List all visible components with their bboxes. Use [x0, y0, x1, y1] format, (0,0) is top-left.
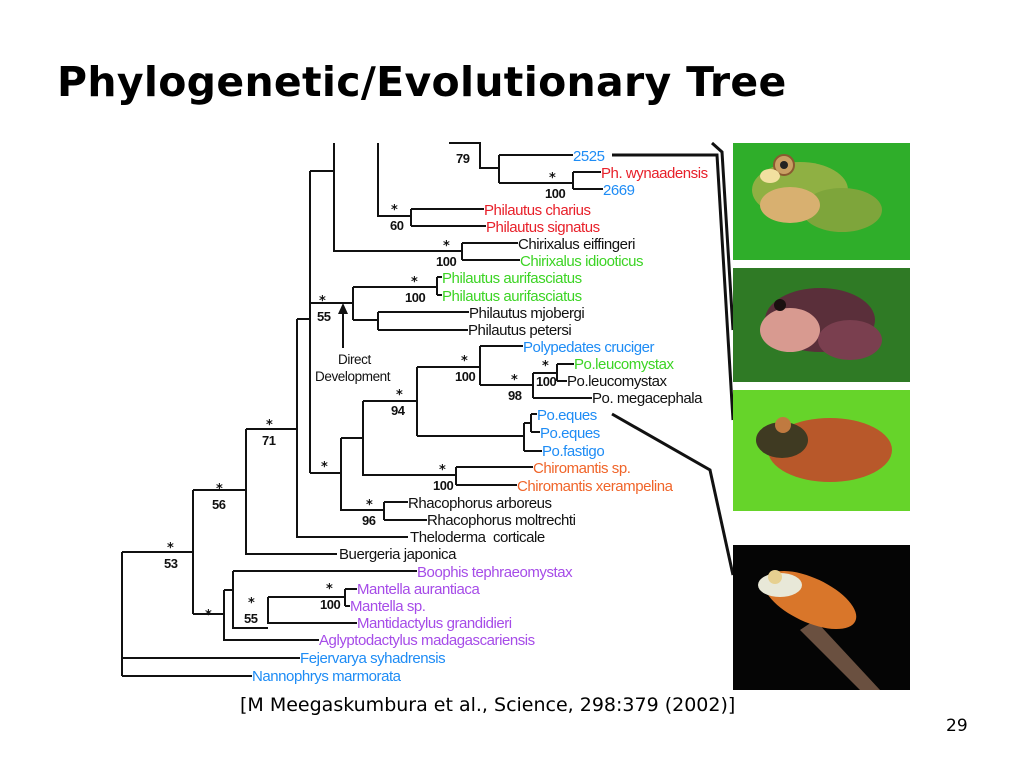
- taxon-label: Buergeria japonica: [339, 546, 457, 563]
- taxon-label: Philautus aurifasciatus: [442, 288, 582, 305]
- star-icon: *: [443, 239, 450, 254]
- taxon-label: Mantella aurantiaca: [357, 581, 480, 598]
- photo-connector-line: [611, 412, 735, 576]
- branch: [377, 143, 486, 227]
- orange-frog-on-branch-photo: [733, 545, 910, 690]
- photo-connector-line: [710, 141, 735, 331]
- star-icon: *: [411, 275, 418, 290]
- star-icon: *: [439, 463, 446, 478]
- taxon-label: Philautus mjobergi: [469, 305, 584, 322]
- branch: [362, 401, 533, 486]
- taxon-label: Mantidactylus grandidieri: [357, 615, 512, 632]
- star-icon: *: [205, 608, 212, 623]
- branch: [363, 345, 592, 436]
- support-value: 100: [545, 186, 565, 201]
- star-icon: *: [549, 171, 556, 186]
- support-value: 55: [244, 611, 258, 626]
- support-value: 100: [436, 254, 456, 269]
- taxon-label: Philautus petersi: [468, 322, 571, 339]
- star-icon: *: [319, 294, 326, 309]
- branch: [449, 142, 603, 190]
- support-value: 98: [508, 388, 522, 403]
- branch: [333, 143, 520, 261]
- support-value: 56: [212, 497, 226, 512]
- star-icon: *: [321, 460, 328, 475]
- taxon-label: Chiromantis sp.: [533, 460, 630, 477]
- taxon-label: Rhacophorus moltrechti: [427, 512, 576, 529]
- taxon-label: Rhacophorus arboreus: [408, 495, 552, 512]
- taxon-label: Philautus signatus: [486, 219, 600, 236]
- star-icon: *: [167, 541, 174, 556]
- taxon-label: Aglyptodactylus madagascariensis: [319, 632, 535, 649]
- star-icon: *: [248, 596, 255, 611]
- star-icon: *: [266, 418, 273, 433]
- star-icon: *: [511, 373, 518, 388]
- taxon-label: Theloderma corticale: [410, 529, 545, 546]
- taxon-label: Polypedates cruciger: [523, 339, 655, 356]
- taxon-label: Po.leucomystax: [567, 373, 668, 390]
- branch: [192, 319, 408, 614]
- taxon-label: Chirixalus eiffingeri: [518, 236, 635, 253]
- star-icon: *: [461, 354, 468, 369]
- support-value: 100: [455, 369, 475, 384]
- green-tree-frog-photo: [733, 143, 910, 260]
- pink-spotted-frog-photo: [733, 268, 910, 382]
- taxon-label: Philautus aurifasciatus: [442, 270, 582, 287]
- support-value: 100: [433, 478, 453, 493]
- taxon-label: Po.eques: [537, 407, 597, 424]
- support-value: 71: [262, 433, 276, 448]
- support-value: 100: [405, 290, 425, 305]
- taxon-label: Philautus charius: [484, 202, 591, 219]
- taxon-label: Po.fastigo: [542, 443, 604, 460]
- taxon-label: Boophis tephraeomystax: [417, 564, 573, 581]
- taxa-labels: 2525 Ph. wynaadensis 2669 Philautus char…: [252, 148, 708, 685]
- support-value: 60: [390, 218, 404, 233]
- annotation-direct: Direct: [338, 352, 372, 367]
- taxon-label: Po.eques: [540, 425, 600, 442]
- support-value: 94: [391, 403, 406, 418]
- brown-frog-on-leaf-photo: [733, 390, 910, 511]
- taxon-label: 2525: [573, 148, 605, 165]
- star-icon: *: [396, 388, 403, 403]
- support-value: 96: [362, 513, 376, 528]
- support-value: 53: [164, 556, 178, 571]
- citation: [M Meegaskumbura et al., Science, 298:37…: [240, 694, 736, 716]
- support-value: 100: [320, 597, 340, 612]
- direct-development-arrow: [338, 303, 348, 348]
- branch: [193, 570, 417, 641]
- taxon-label: Chirixalus idiooticus: [520, 253, 643, 270]
- page-number: 29: [946, 716, 968, 736]
- branch: [310, 276, 469, 331]
- taxon-label: Ph. wynaadensis: [601, 165, 708, 182]
- slide-title: Phylogenetic/Evolutionary Tree: [57, 58, 787, 106]
- taxon-label: 2669: [603, 182, 635, 199]
- star-icon: *: [326, 582, 333, 597]
- star-icon: *: [542, 359, 549, 374]
- taxon-label: Nannophrys marmorata: [252, 668, 402, 685]
- support-value: 79: [456, 151, 470, 166]
- branch: [121, 551, 300, 677]
- annotation-development: Development: [315, 369, 391, 384]
- taxon-label: Chiromantis xerampelina: [517, 478, 674, 495]
- support-value: 100: [536, 374, 556, 389]
- taxon-label: Fejervarya syhadrensis: [300, 650, 445, 667]
- branch: [310, 437, 427, 521]
- photo-connector-line: [612, 153, 735, 421]
- support-values: 79 * 100 * 60 * 100 * 100 * 55 * 100 * 1…: [164, 151, 566, 626]
- branch: [417, 413, 542, 452]
- taxon-label: Po. megacephala: [592, 390, 703, 407]
- tree-branches: [121, 142, 603, 677]
- star-icon: *: [216, 482, 223, 497]
- taxon-label: Mantella sp.: [350, 598, 425, 615]
- branch: [297, 170, 334, 473]
- taxon-label: Po.leucomystax: [574, 356, 675, 373]
- star-icon: *: [366, 498, 373, 513]
- support-value: 55: [317, 309, 331, 324]
- star-icon: *: [391, 203, 398, 218]
